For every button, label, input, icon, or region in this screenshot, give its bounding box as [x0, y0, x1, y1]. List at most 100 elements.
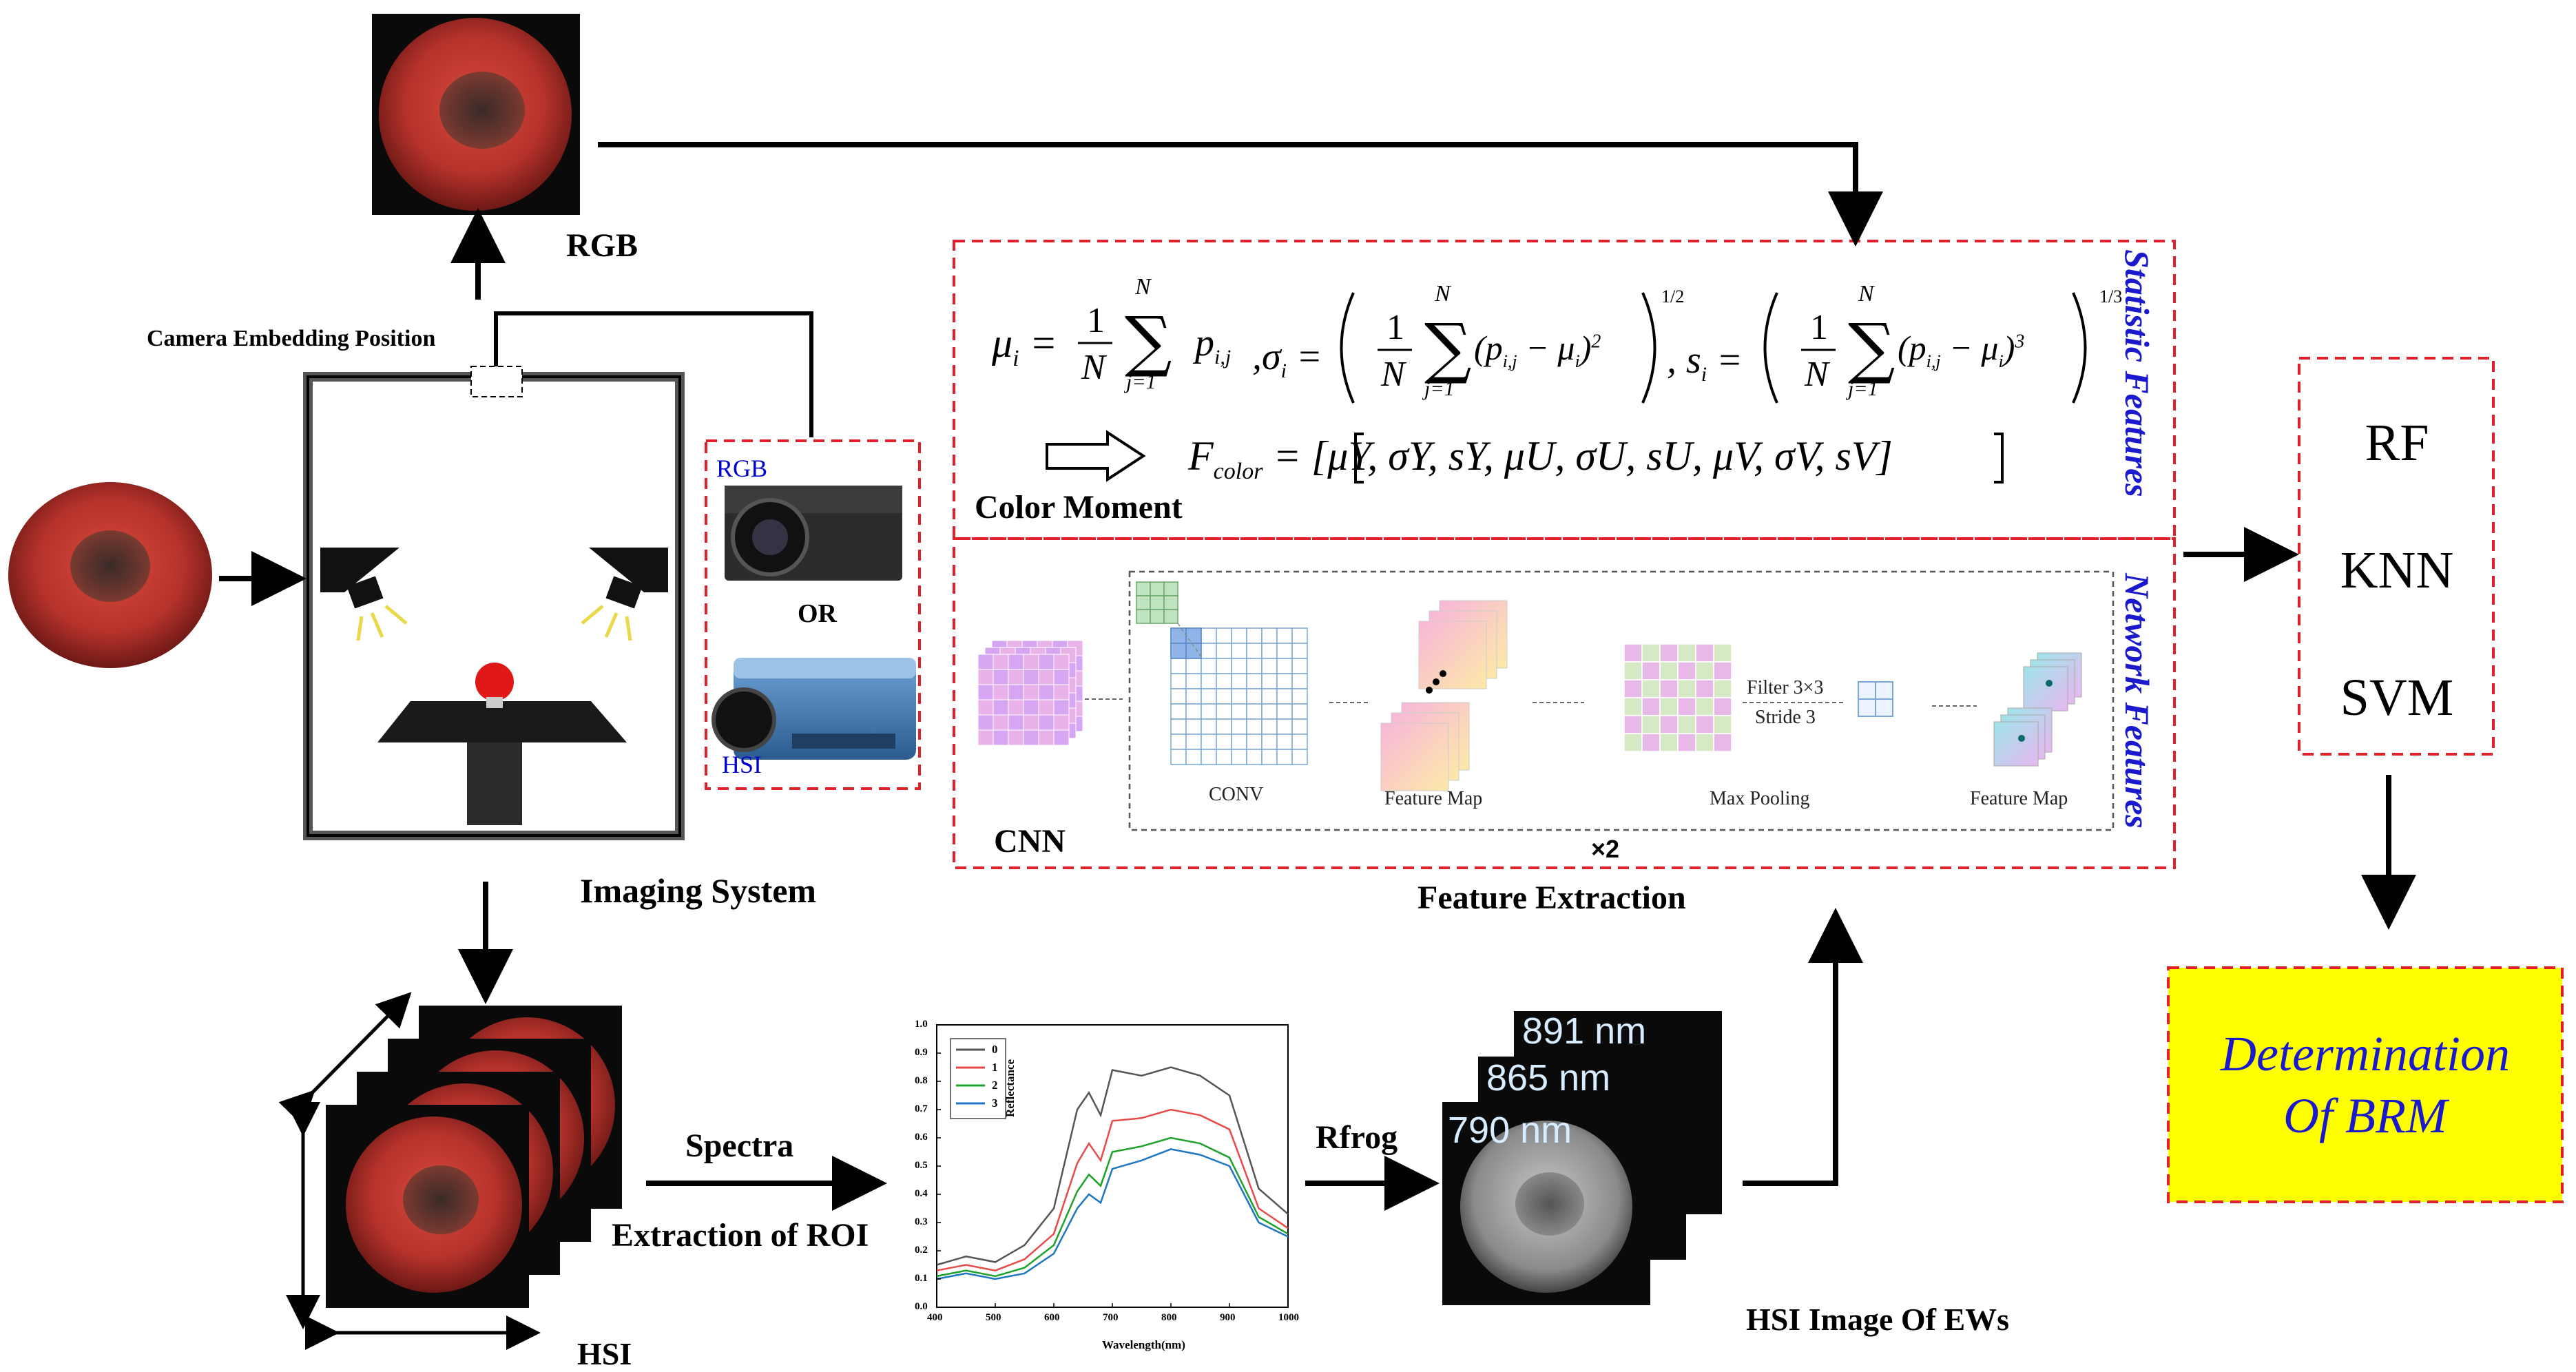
kernel-cell	[1136, 581, 1151, 596]
pool-cell	[1677, 661, 1696, 680]
pool-cell	[1641, 697, 1661, 716]
repeat-label: ×2	[1591, 835, 1620, 863]
conv-cell	[1276, 658, 1293, 674]
camera-or-label: OR	[798, 599, 837, 628]
pool-cell	[1623, 643, 1643, 663]
y-tick-label: 0.6	[915, 1132, 928, 1143]
cnn-input-cell	[993, 684, 1009, 700]
conv-cell	[1201, 673, 1217, 689]
conv-cell	[1231, 703, 1247, 720]
f-symbol: F	[1188, 433, 1214, 479]
cnn-input-cell	[993, 729, 1009, 746]
cnn-input-cell	[1038, 699, 1055, 716]
cnn-input-cell	[1038, 654, 1055, 670]
conv-cell	[1170, 673, 1187, 689]
kernel-link	[1177, 623, 1203, 658]
conv-cell	[1201, 718, 1217, 735]
pool-cell	[1659, 643, 1679, 663]
conv-cell	[1231, 658, 1247, 674]
conv-cell	[1185, 703, 1202, 720]
conv-cell	[1276, 627, 1293, 644]
x-tick-label: 700	[1103, 1312, 1119, 1323]
max-pooling-label: Max Pooling	[1710, 788, 1810, 809]
cnn-input-cell	[1038, 729, 1055, 746]
rgb-image-label: RGB	[566, 227, 638, 264]
mu-symbol: μ	[992, 320, 1013, 366]
pool-cell	[1695, 643, 1714, 663]
cnn-input-cell	[1053, 729, 1070, 746]
pooled-output	[1858, 681, 1893, 717]
cnn-input-cell	[977, 669, 994, 685]
cnn-input-cell	[1008, 654, 1024, 670]
pool-cell	[1677, 643, 1696, 663]
cnn-input-cell	[1023, 699, 1039, 716]
conv-cell	[1231, 673, 1247, 689]
formula-decorations	[1078, 292, 2087, 404]
conv-cell	[1216, 703, 1232, 720]
rgb-image	[372, 14, 580, 215]
feature-map-label-2: Feature Map	[1970, 788, 2068, 809]
y-tick-label: 0.4	[915, 1188, 928, 1199]
sum-bottom-3: j=1	[1848, 377, 1878, 400]
pool-cell	[1659, 715, 1679, 734]
cnn-input-cell	[977, 654, 994, 670]
svg-text:∑: ∑	[1848, 309, 1895, 386]
series-line-0	[936, 1066, 1289, 1266]
formula-mu: μi =	[992, 320, 1058, 371]
hsi-image-ews-label: HSI Image Of EWs	[1746, 1302, 2010, 1337]
camera-embedding-label: Camera Embedding Position	[147, 326, 436, 351]
y-tick-label: 0.0	[915, 1301, 928, 1312]
conv-cell	[1216, 734, 1232, 750]
fcolor-subscript: color	[1213, 459, 1263, 484]
exp-half: 1/2	[1661, 287, 1685, 306]
legend-label-1: 1	[992, 1061, 998, 1074]
frac-num-3: 1	[1810, 308, 1828, 347]
skew-p-term: (p	[1898, 329, 1926, 367]
cnn-input-cell	[1008, 669, 1024, 685]
conv-cell	[1246, 688, 1263, 705]
pool-cell	[1677, 733, 1696, 752]
y-tick-label: 0.3	[915, 1216, 928, 1227]
pool-cell	[1659, 679, 1679, 698]
sum-bottom-2: j=1	[1424, 377, 1455, 400]
cnn-input-cell	[1008, 684, 1024, 700]
feature-extraction-label: Feature Extraction	[1417, 880, 1686, 916]
conv-cell	[1170, 658, 1187, 674]
conv-cell	[1291, 703, 1308, 720]
pool-cell	[1713, 643, 1732, 663]
pool-cell	[1677, 679, 1696, 698]
conv-cell	[1170, 734, 1187, 750]
determination-line-2: Of BRM	[2283, 1088, 2447, 1143]
pool-cell	[1695, 733, 1714, 752]
determination-line-1: Determination	[2221, 1026, 2510, 1081]
conv-cell	[1291, 734, 1308, 750]
pool-cell	[1623, 661, 1643, 680]
mu-p-term: pi,j	[1195, 322, 1232, 369]
spectra-chart	[936, 1024, 1289, 1308]
sum-bottom-1: j=1	[1126, 371, 1156, 393]
conv-cell	[1216, 627, 1232, 644]
frac-num-2: 1	[1386, 308, 1404, 347]
conv-cell	[1216, 673, 1232, 689]
conv-cell	[1201, 749, 1217, 765]
svg-text:∑: ∑	[1424, 309, 1472, 386]
cnn-input-cell	[1008, 729, 1024, 746]
pool-cell	[1695, 661, 1714, 680]
pool-cell	[1695, 697, 1714, 716]
pool-cell	[1641, 733, 1661, 752]
cnn-input-cell	[1038, 714, 1055, 731]
input-apple	[8, 482, 212, 668]
cnn-input-cell	[993, 654, 1009, 670]
cnn-input-cell	[977, 729, 994, 746]
conv-cell	[1276, 734, 1293, 750]
skew-term: (pi,j − μi)3	[1898, 329, 2025, 371]
hollow-arrow-icon	[1046, 430, 1146, 482]
conv-label: CONV	[1209, 784, 1264, 805]
hsi-cube	[278, 992, 622, 1350]
cnn-input-cell	[993, 699, 1009, 716]
conv-cell	[1261, 688, 1278, 705]
conv-cell	[1276, 749, 1293, 765]
conv-cell	[1261, 749, 1278, 765]
conv-cell	[1216, 749, 1232, 765]
